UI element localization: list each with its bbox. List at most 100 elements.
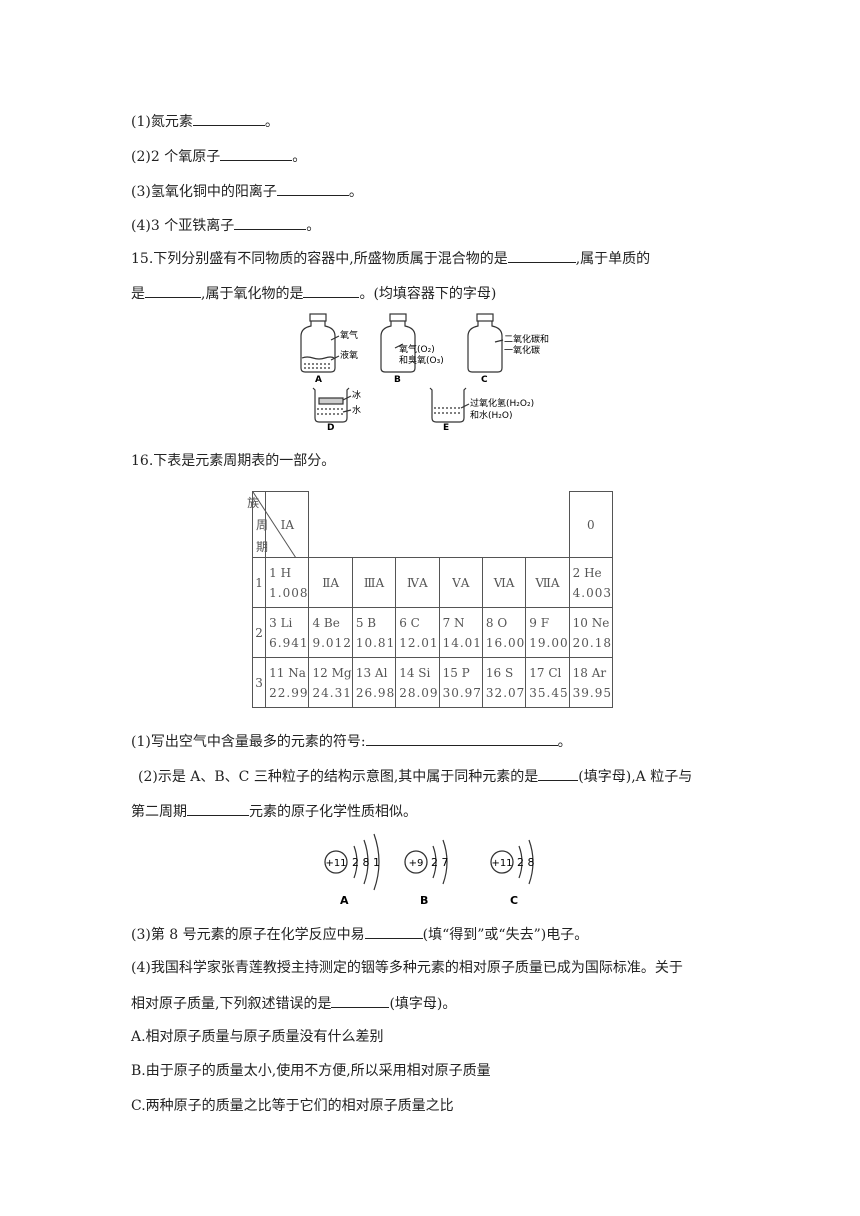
- containers-figure: 氧气 液氧 A 氧气(O₂) 和臭氧(O₃) B 二氧化碳和 一氧化碳 C 冰 …: [300, 313, 549, 430]
- element-symbol: 9 F: [529, 615, 550, 630]
- q16-part-2-line-2: 第二周期元素的原子化学性质相似。: [131, 801, 417, 822]
- q16-part-2-text-c: 第二周期: [131, 804, 187, 820]
- element-mass: 35.45: [529, 685, 569, 700]
- element-symbol: 7 N: [442, 615, 465, 630]
- atom-a-shells: 2 8 1: [352, 856, 380, 869]
- atom-b-label: B: [420, 894, 428, 907]
- element-mass: 12.01: [399, 635, 439, 650]
- atom-b-nucleus: +9: [409, 858, 424, 869]
- answer-blank[interactable]: [187, 801, 249, 816]
- element-symbol: 18 Ar: [572, 665, 607, 680]
- atom-c-shells: 2 8: [517, 856, 535, 869]
- bottle-b-letter: B: [394, 375, 401, 385]
- group-3a-header: ⅢA: [351, 557, 397, 608]
- element-mass: 24.31: [312, 685, 352, 700]
- element-symbol: 5 B: [355, 615, 377, 630]
- q14-item-1: (1)氮元素。: [131, 111, 279, 132]
- bottle-c-letter: C: [481, 375, 488, 385]
- beaker-e: [429, 387, 470, 423]
- element-symbol: 6 C: [399, 615, 420, 630]
- group-5a-header: ⅤA: [438, 557, 483, 608]
- atom-a: +11 2 8 1 A: [324, 833, 380, 907]
- group-4a-header: ⅣA: [395, 557, 440, 608]
- bottle-a-letter: A: [315, 375, 322, 385]
- q16-part-1-end: 。: [557, 734, 572, 750]
- element-mass: 1.008: [269, 585, 309, 600]
- element-symbol: 11 Na: [269, 665, 306, 680]
- element-mass: 28.09: [399, 685, 439, 700]
- q16-part-4-text-b: (填字母)。: [389, 996, 457, 1012]
- q14-item-4: (4)3 个亚铁离子。: [131, 215, 320, 236]
- q16-part-4-line-1: (4)我国科学家张青莲教授主持测定的铟等多种元素的相对原子质量已成为国际标准。关…: [131, 960, 683, 976]
- q14-item-1-end: 。: [264, 114, 279, 130]
- q14-item-4-end: 。: [306, 218, 321, 234]
- q16-part-3-text-a: (3)第 8 号元素的原子在化学反应中易: [131, 927, 365, 943]
- q14-item-2-end: 。: [292, 149, 307, 165]
- group-1a-header: ⅠA: [265, 491, 310, 558]
- answer-blank[interactable]: [538, 766, 579, 781]
- q16-part-4-text-a: 相对原子质量,下列叙述错误的是: [131, 996, 332, 1012]
- answer-blank[interactable]: [331, 993, 390, 1008]
- answer-blank[interactable]: [303, 283, 360, 298]
- answer-blank[interactable]: [234, 215, 307, 230]
- element-cell: 9 F 19.00: [525, 607, 570, 658]
- element-mass: 26.98: [355, 685, 396, 700]
- period-2-label: 2: [251, 607, 267, 658]
- period-3-label: 3: [251, 657, 267, 708]
- answer-blank[interactable]: [276, 181, 349, 196]
- q16-part-4-line-2: 相对原子质量,下列叙述错误的是 (填字母)。: [131, 993, 456, 1014]
- corner-period-label-1: 周: [256, 518, 269, 532]
- answer-blank[interactable]: [145, 283, 201, 298]
- q15-text-a: 15.下列分别盛有不同物质的容器中,所盛物质属于混合物的是: [131, 251, 508, 267]
- element-symbol: 15 P: [442, 665, 470, 680]
- q16-part-3-text-b: (填“得到”或“失去”)电子。: [422, 927, 589, 943]
- bottle-a: [300, 313, 340, 373]
- answer-blank[interactable]: [192, 111, 265, 126]
- element-symbol: 10 Ne: [572, 615, 610, 630]
- q16-part-1-text: (1)写出空气中含量最多的元素的符号:: [131, 734, 366, 750]
- bottle-c-label-2: 一氧化碳: [504, 344, 540, 356]
- element-symbol: 16 S: [485, 665, 514, 680]
- beaker-d-top-label: 冰: [352, 389, 361, 401]
- element-symbol: 17 Cl: [529, 665, 562, 680]
- q15-text-d: ,属于氧化物的是: [201, 286, 304, 302]
- bottle-c-label-1: 二氧化碳和: [504, 333, 549, 345]
- answer-blank[interactable]: [364, 924, 423, 939]
- group-6a-header: ⅥA: [481, 557, 527, 608]
- element-mass: 6.941: [269, 635, 309, 650]
- atom-a-nucleus: +11: [325, 858, 346, 869]
- q14-item-3: (3)氢氧化铜中的阳离子。: [131, 181, 363, 202]
- bottle-b-label-1: 氧气(O₂): [399, 343, 435, 355]
- element-mass: 30.97: [442, 685, 482, 700]
- corner-diagonal: [253, 492, 296, 558]
- table-gap: [308, 491, 570, 558]
- element-mass: 9.012: [312, 635, 352, 650]
- q14-item-3-end: 。: [348, 184, 363, 200]
- q16-part-2-text-b: (填字母),A 粒子与: [578, 769, 693, 785]
- corner-period-label-2: 期: [256, 540, 269, 554]
- beaker-e-letter: E: [443, 423, 449, 430]
- answer-blank[interactable]: [220, 146, 293, 161]
- element-symbol: 13 Al: [355, 665, 388, 680]
- q15-text-c: 是: [131, 286, 145, 302]
- atom-c-nucleus: +11: [491, 858, 512, 869]
- bottle-b-label-2: 和臭氧(O₃): [399, 354, 444, 366]
- element-symbol: 4 Be: [312, 615, 340, 630]
- answer-blank[interactable]: [365, 731, 558, 746]
- answer-blank[interactable]: [507, 248, 576, 263]
- q16-part-2-line-1: (2)示是 A、B、C 三种粒子的结构示意图,其中属于同种元素的是(填字母),A…: [138, 766, 692, 787]
- element-mass: 19.00: [529, 635, 569, 650]
- group-0-header: 0: [568, 491, 614, 558]
- corner-group-label: 族: [247, 496, 260, 510]
- option-a: A.相对原子质量与原子质量没有什么差别: [131, 1029, 384, 1045]
- atom-b-shells: 2 7: [431, 856, 449, 869]
- element-mass: 39.95: [572, 685, 612, 700]
